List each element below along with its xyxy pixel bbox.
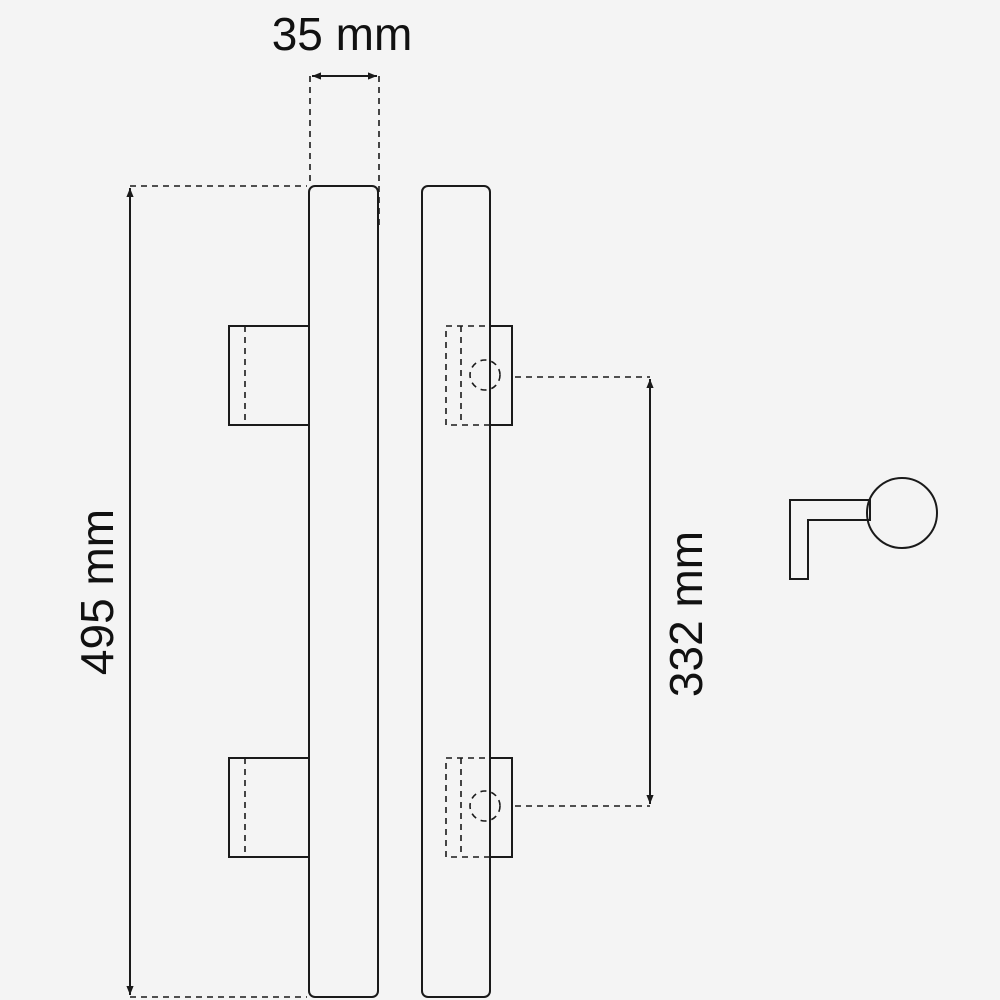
handle-bar-front <box>421 185 491 998</box>
width-label: 35 mm <box>272 8 413 60</box>
screw-hole-top <box>469 359 501 391</box>
width-dimension: 35 mm <box>272 8 413 230</box>
handle-side-view <box>228 185 379 998</box>
handle-front-view <box>421 185 513 998</box>
standoff-bottom-front <box>445 757 513 858</box>
handle-bar-side <box>308 185 379 998</box>
length-label: 495 mm <box>71 509 123 675</box>
round-profile <box>866 477 938 549</box>
hole-spacing-dimension: 332 mm <box>515 376 712 807</box>
length-dimension: 495 mm <box>71 185 307 998</box>
bracket-profile <box>789 499 871 580</box>
cross-section-view <box>789 477 938 580</box>
standoff-bottom-side <box>228 757 309 858</box>
spacing-label: 332 mm <box>660 531 712 697</box>
standoff-top-side <box>228 325 309 426</box>
standoff-top-front <box>445 325 513 426</box>
screw-hole-bottom <box>469 790 501 822</box>
